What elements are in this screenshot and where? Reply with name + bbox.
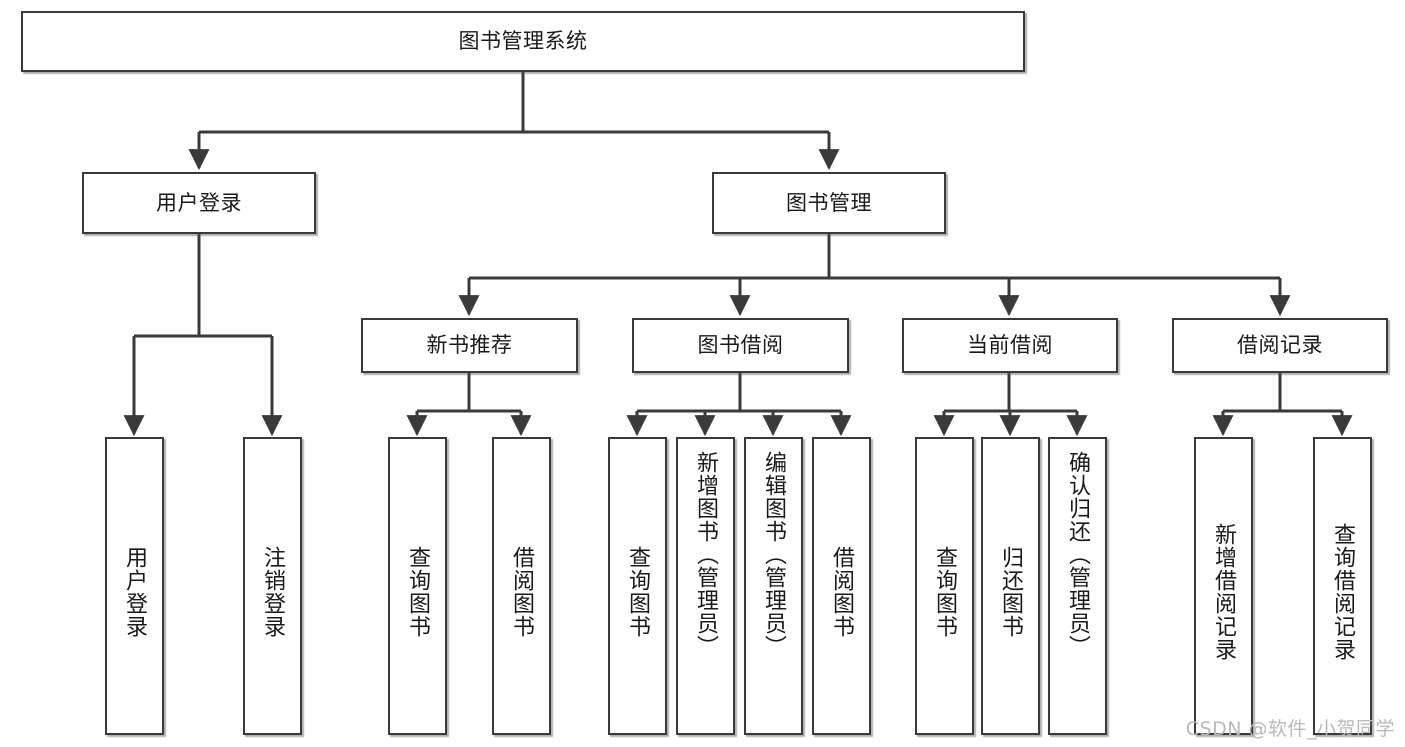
- node-user-login-label: 用户登录: [156, 190, 242, 215]
- node-book-manage-label: 图书管理: [786, 190, 872, 215]
- node-new-book-recommend[interactable]: 新书推荐: [361, 318, 578, 373]
- node-leaf-borrow-book-1-label: 借阅图书: [509, 546, 535, 638]
- node-leaf-query-book-3[interactable]: 查询图书: [915, 437, 974, 735]
- node-current-borrow[interactable]: 当前借阅: [902, 318, 1118, 373]
- node-leaf-query-book-1-label: 查询图书: [405, 546, 431, 638]
- node-leaf-confirm-return[interactable]: 确认归还（管理员）: [1048, 437, 1107, 735]
- node-new-book-recommend-label: 新书推荐: [426, 333, 513, 358]
- node-leaf-return-book[interactable]: 归还图书: [981, 437, 1040, 735]
- node-leaf-query-book-2-label: 查询图书: [625, 546, 651, 638]
- node-leaf-user-logout[interactable]: 注销登录: [243, 437, 302, 735]
- node-leaf-return-book-label: 归还图书: [998, 546, 1024, 638]
- node-leaf-add-record-label: 新增借阅记录: [1211, 523, 1237, 661]
- node-leaf-add-book[interactable]: 新增图书（管理员）: [676, 437, 735, 735]
- node-leaf-user-logout-label: 注销登录: [260, 546, 286, 638]
- node-leaf-query-book-3-label: 查询图书: [932, 546, 958, 638]
- node-leaf-query-record[interactable]: 查询借阅记录: [1313, 437, 1372, 735]
- node-leaf-edit-book[interactable]: 编辑图书（管理员）: [744, 437, 803, 735]
- node-leaf-query-book-2[interactable]: 查询图书: [608, 437, 667, 735]
- node-leaf-borrow-book-2-label: 借阅图书: [829, 546, 855, 638]
- node-leaf-query-book-1[interactable]: 查询图书: [388, 437, 447, 735]
- node-leaf-add-book-label: 新增图书（管理员）: [693, 451, 719, 658]
- node-leaf-borrow-book-2[interactable]: 借阅图书: [812, 437, 871, 735]
- node-borrow-record-label: 借阅记录: [1237, 333, 1323, 358]
- node-user-login[interactable]: 用户登录: [82, 172, 316, 234]
- node-book-borrow[interactable]: 图书借阅: [632, 318, 849, 373]
- node-leaf-user-login[interactable]: 用户登录: [105, 437, 164, 735]
- node-current-borrow-label: 当前借阅: [967, 333, 1053, 358]
- node-leaf-borrow-book-1[interactable]: 借阅图书: [492, 437, 551, 735]
- node-leaf-add-record[interactable]: 新增借阅记录: [1194, 437, 1253, 735]
- node-leaf-confirm-return-label: 确认归还（管理员）: [1065, 451, 1091, 658]
- node-book-borrow-label: 图书借阅: [697, 333, 784, 358]
- node-leaf-query-record-label: 查询借阅记录: [1330, 523, 1356, 661]
- node-leaf-user-login-label: 用户登录: [122, 546, 148, 638]
- node-root[interactable]: 图书管理系统: [21, 11, 1025, 72]
- node-book-manage[interactable]: 图书管理: [712, 172, 946, 234]
- node-leaf-edit-book-label: 编辑图书（管理员）: [761, 451, 787, 658]
- node-borrow-record[interactable]: 借阅记录: [1172, 318, 1388, 373]
- node-root-label: 图书管理系统: [458, 29, 588, 54]
